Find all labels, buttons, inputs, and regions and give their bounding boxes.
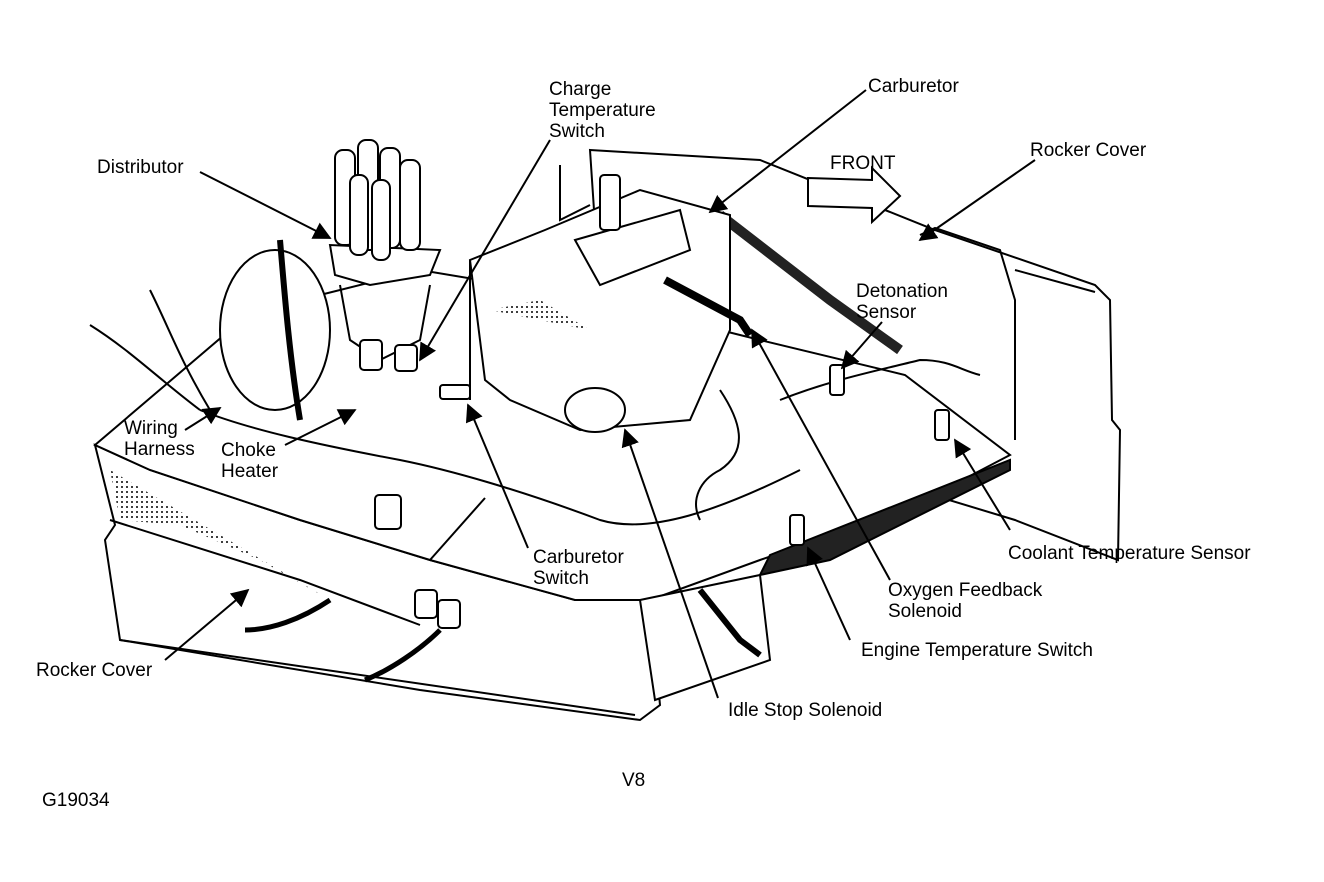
front-arrow (807, 165, 902, 225)
choke-heater-label: Choke Heater (221, 440, 279, 482)
sensors (359, 339, 950, 629)
rocker-cover-right-label: Rocker Cover (1030, 140, 1147, 161)
carburetor-drawing (468, 165, 754, 433)
wiring-harness-label: Wiring Harness (124, 418, 195, 460)
carburetor-switch-label: Carburetor Switch (533, 547, 624, 589)
distributor-drawing (219, 139, 442, 411)
distributor-label: Distributor (97, 157, 184, 178)
engine-type-label: V8 (622, 770, 646, 791)
coolant-temperature-sensor-label: Coolant Temperature Sensor (1008, 543, 1251, 564)
charge-temperature-switch-label: Charge Temperature Switch (549, 79, 656, 142)
idle-stop-solenoid-label: Idle Stop Solenoid (728, 700, 883, 721)
figure-id-label: G19034 (42, 790, 110, 811)
carburetor-label: Carburetor (868, 76, 959, 97)
detonation-sensor-label: Detonation Sensor (856, 281, 948, 323)
leader-lines (164, 89, 1036, 699)
wiring (89, 239, 981, 683)
engine-temperature-switch-label: Engine Temperature Switch (861, 640, 1093, 661)
oxygen-feedback-solenoid-label: Oxygen Feedback Solenoid (888, 580, 1043, 622)
front-label: FRONT (830, 153, 896, 174)
left-rocker-cover (93, 443, 662, 722)
rocker-cover-left-label: Rocker Cover (36, 660, 153, 681)
